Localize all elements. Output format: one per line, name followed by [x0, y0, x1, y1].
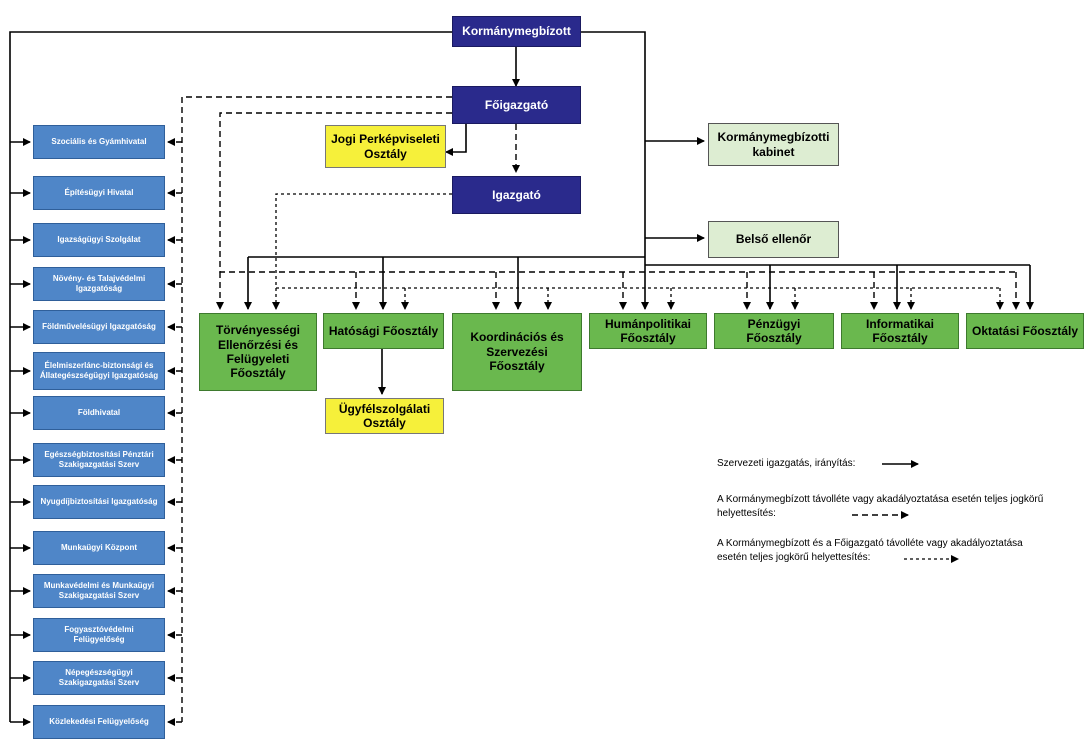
office-box: Növény- és Talajvédelmi Igazgatóság	[33, 267, 165, 301]
kabinet-box: Kormánymegbízotti kabinet	[708, 123, 839, 166]
office-label: Fogyasztóvédelmi Felügyelőség	[64, 625, 134, 644]
department-label: Oktatási Főosztály	[971, 323, 1079, 338]
igazgato-box: Igazgató	[452, 176, 581, 214]
jogi-label: Jogi Perképviseleti Osztály	[331, 132, 440, 161]
office-label: Építésügyi Hivatal	[64, 188, 134, 198]
foigazgato-label: Főigazgató	[484, 97, 549, 112]
department-label: Törvényességi Ellenőrzési és Felügyeleti…	[215, 323, 301, 381]
department-label: Informatikai Főosztály	[865, 316, 934, 345]
office-label: Népegészségügyi Szakigazgatási Szerv	[58, 668, 140, 687]
office-label: Földművelésügyi Igazgatóság	[42, 322, 156, 332]
office-label: Szociális és Gyámhivatal	[51, 137, 147, 147]
office-box: Földművelésügyi Igazgatóság	[33, 310, 165, 344]
office-box: Építésügyi Hivatal	[33, 176, 165, 210]
department-torvenyessegi: Törvényességi Ellenőrzési és Felügyeleti…	[199, 313, 317, 391]
igazgato-label: Igazgató	[492, 187, 541, 202]
office-box: Egészségbiztosítási Pénztári Szakigazgat…	[33, 443, 165, 477]
jogi-box: Jogi Perképviseleti Osztály	[325, 125, 446, 168]
office-label: Földhivatal	[77, 408, 121, 418]
dotted-connectors	[272, 193, 1004, 310]
kormanymegbizott-label: Kormánymegbízott	[462, 24, 571, 39]
office-box: Élelmiszerlánc-biztonsági és Állategészs…	[33, 352, 165, 390]
ugyfelszolgalati-box: Ügyfélszolgálati Osztály	[325, 398, 444, 434]
office-label: Munkavédelmi és Munkaügyi Szakigazgatási…	[43, 581, 155, 600]
office-box: Közlekedési Felügyelőség	[33, 705, 165, 739]
legend-lines	[852, 460, 959, 563]
kormanymegbizott-box: Kormánymegbízott	[452, 16, 581, 47]
office-label: Egészségbiztosítási Pénztári Szakigazgat…	[44, 450, 154, 469]
office-label: Igazságügyi Szolgálat	[57, 235, 141, 245]
dashed-connectors	[167, 96, 1020, 726]
legend-dotted-text: A Kormánymegbízott és a Főigazgató távol…	[717, 538, 1023, 563]
belso-ellenor-box: Belső ellenőr	[708, 221, 839, 258]
foigazgato-box: Főigazgató	[452, 86, 581, 124]
office-label: Munkaügyi Központ	[61, 543, 137, 553]
department-label: Hatósági Főosztály	[328, 323, 439, 338]
office-label: Élelmiszerlánc-biztonsági és Állategészs…	[39, 361, 159, 380]
office-box: Nyugdíjbiztosítási Igazgatóság	[33, 485, 165, 519]
legend-dashed-text: A Kormánymegbízott távolléte vagy akadál…	[717, 494, 1044, 519]
office-box: Munkavédelmi és Munkaügyi Szakigazgatási…	[33, 574, 165, 608]
belso-ellenor-label: Belső ellenőr	[735, 232, 812, 247]
office-box: Munkaügyi Központ	[33, 531, 165, 565]
kabinet-label: Kormánymegbízotti kabinet	[717, 130, 830, 159]
department-label: Pénzügyi Főosztály	[746, 316, 802, 345]
office-box: Földhivatal	[33, 396, 165, 430]
department-label: Koordinációs és Szervezési Főosztály	[470, 330, 564, 374]
office-box: Népegészségügyi Szakigazgatási Szerv	[33, 661, 165, 695]
office-label: Közlekedési Felügyelőség	[49, 717, 149, 727]
office-box: Igazságügyi Szolgálat	[33, 223, 165, 257]
department-humanpolitikai: Humánpolitikai Főosztály	[589, 313, 707, 349]
office-label: Növény- és Talajvédelmi Igazgatóság	[52, 274, 146, 293]
department-koordinacios: Koordinációs és Szervezési Főosztály	[452, 313, 582, 391]
department-hatosagi: Hatósági Főosztály	[323, 313, 444, 349]
department-penzugyi: Pénzügyi Főosztály	[714, 313, 834, 349]
department-oktatasi: Oktatási Főosztály	[966, 313, 1084, 349]
department-informatikai: Informatikai Főosztály	[841, 313, 959, 349]
legend-solid-text: Szervezeti igazgatás, irányítás:	[717, 458, 856, 469]
office-box: Fogyasztóvédelmi Felügyelőség	[33, 618, 165, 652]
office-label: Nyugdíjbiztosítási Igazgatóság	[40, 497, 158, 507]
office-box: Szociális és Gyámhivatal	[33, 125, 165, 159]
ugyfelszolgalati-label: Ügyfélszolgálati Osztály	[338, 401, 431, 430]
department-label: Humánpolitikai Főosztály	[604, 316, 691, 345]
